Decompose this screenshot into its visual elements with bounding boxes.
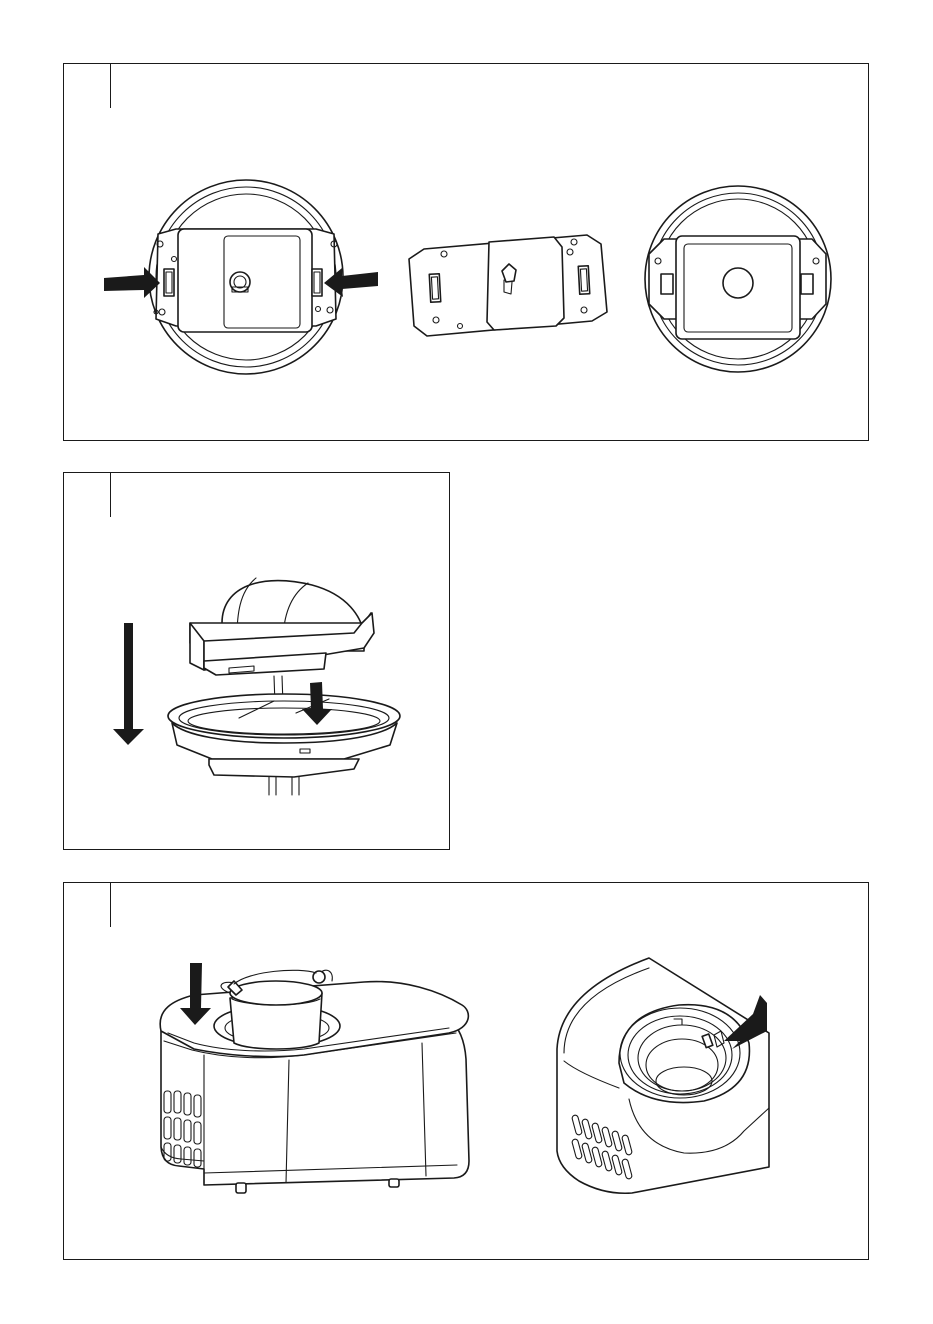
panel-1 bbox=[63, 63, 869, 441]
lid-underside-clips-removed-icon bbox=[64, 64, 870, 442]
panel-2 bbox=[63, 472, 450, 850]
panel-3 bbox=[63, 882, 869, 1260]
callout-arrow-down-short bbox=[64, 473, 451, 851]
callout-arrow-diagonal bbox=[64, 883, 870, 1261]
